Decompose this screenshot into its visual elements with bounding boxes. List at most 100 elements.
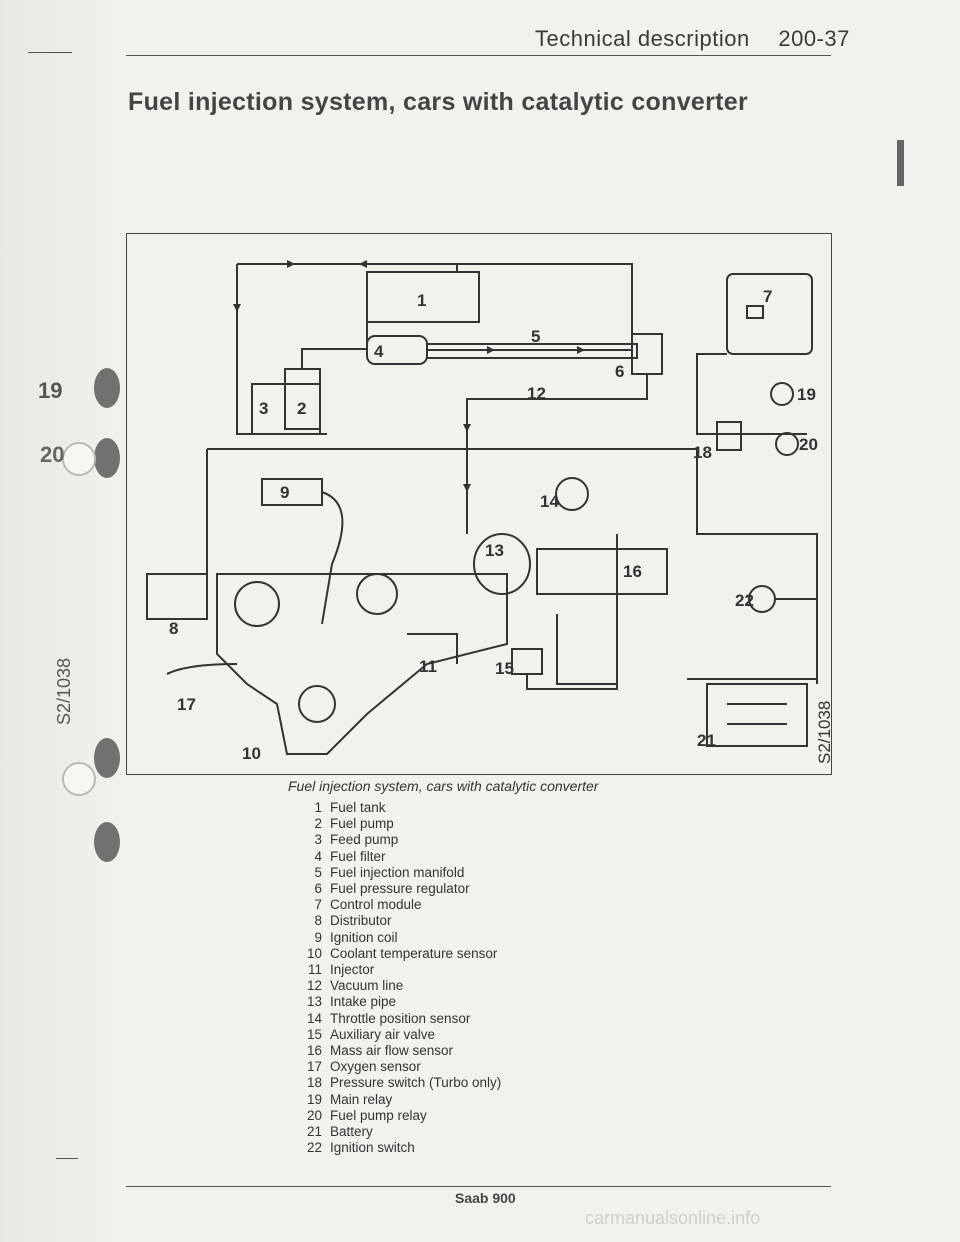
cylinder-head-shape xyxy=(356,573,398,615)
label-aux-air-valve: 15 xyxy=(495,659,514,678)
fuel-pump-relay-shape xyxy=(775,432,799,456)
label-control-module: 7 xyxy=(763,287,772,306)
bleed-label: 19 xyxy=(38,378,63,403)
air-hose xyxy=(526,534,618,690)
label-injector: 11 xyxy=(419,657,437,676)
binder-hole xyxy=(94,438,120,478)
label-main-relay: 19 xyxy=(797,385,816,404)
label-oxygen-sensor: 17 xyxy=(177,695,196,714)
label-ignition-switch: 22 xyxy=(735,591,754,610)
crankshaft-shape xyxy=(298,685,336,723)
bleed-label: 20 xyxy=(40,442,65,467)
page-number: 200-37 xyxy=(778,26,850,51)
main-relay-shape xyxy=(770,382,794,406)
aux-air-valve-shape xyxy=(511,648,543,675)
oxygen-sensor-lead xyxy=(166,663,238,675)
binding-strip xyxy=(0,0,125,1242)
fuel-line xyxy=(301,272,368,369)
label-fuel-tank: 1 xyxy=(417,291,426,310)
binder-hole xyxy=(94,368,120,408)
label-throttle-sensor: 14 xyxy=(540,492,559,511)
figure-caption: Fuel injection system, cars with catalyt… xyxy=(288,778,599,794)
binder-ring xyxy=(62,762,96,796)
arrow-icon xyxy=(359,260,367,268)
label-coolant-sensor: 10 xyxy=(242,744,261,763)
arrow-icon xyxy=(487,346,495,354)
arrow-icon xyxy=(287,260,295,268)
air-flow-sensor-shape xyxy=(536,548,668,595)
fuel-return-line xyxy=(457,263,633,344)
engine-block-outline xyxy=(216,573,508,755)
label-fuel-pump: 2 xyxy=(297,399,306,418)
label-feed-pump: 3 xyxy=(259,399,268,418)
label-pressure-switch: 18 xyxy=(693,443,712,462)
throttle-sensor-shape xyxy=(555,477,589,511)
fuel-rail-shape xyxy=(426,343,638,359)
arrow-icon xyxy=(463,484,471,492)
arrow-icon xyxy=(463,424,471,432)
watermark: carmanualsonline.info xyxy=(585,1208,761,1228)
figure-code: S2/1038 xyxy=(815,700,834,764)
battery-shape xyxy=(706,683,808,747)
header-section: Technical description xyxy=(535,26,750,51)
ignition-lead xyxy=(321,491,344,625)
cylinder-head-shape xyxy=(234,581,280,627)
label-pressure-regulator: 6 xyxy=(615,362,624,381)
distributor-shape xyxy=(146,573,208,620)
label-vacuum-line: 12 xyxy=(527,384,546,403)
header-rule xyxy=(126,55,831,56)
fuel-return-line xyxy=(237,263,458,272)
flow-arrows xyxy=(233,260,585,492)
label-fuel-rail: 5 xyxy=(531,327,540,346)
control-module-connector xyxy=(746,305,764,319)
side-tab-marker xyxy=(897,140,904,186)
ignition-coil-shape xyxy=(261,478,323,506)
vacuum-line xyxy=(466,374,648,534)
label-battery: 21 xyxy=(697,731,716,750)
label-air-flow-sensor: 16 xyxy=(623,562,642,581)
air-hose xyxy=(556,614,617,685)
label-fuel-pump-relay: 20 xyxy=(799,435,818,454)
page-header: Technical description 200-37 xyxy=(535,26,850,52)
fuel-system-diagram: 1 2 3 4 5 6 7 8 9 10 11 12 13 14 15 16 1… xyxy=(126,233,834,775)
margin-mark xyxy=(56,1158,78,1159)
injector-line xyxy=(407,633,458,664)
pressure-switch-shape xyxy=(716,421,742,451)
arrow-icon xyxy=(233,304,241,312)
label-fuel-filter: 4 xyxy=(374,342,384,361)
intake-pipe-shape xyxy=(473,533,531,595)
arrow-icon xyxy=(577,346,585,354)
control-module-shape xyxy=(726,273,813,355)
page-footer: Saab 900 xyxy=(455,1190,516,1206)
footer-rule xyxy=(126,1186,831,1187)
binder-hole xyxy=(94,738,120,778)
label-ignition-coil: 9 xyxy=(280,483,289,502)
label-intake-pipe: 13 xyxy=(485,541,504,560)
bleed-figure-code: S2/1038 xyxy=(54,657,74,725)
margin-mark xyxy=(28,52,72,53)
label-distributor: 8 xyxy=(169,619,178,638)
wiring xyxy=(696,353,807,435)
